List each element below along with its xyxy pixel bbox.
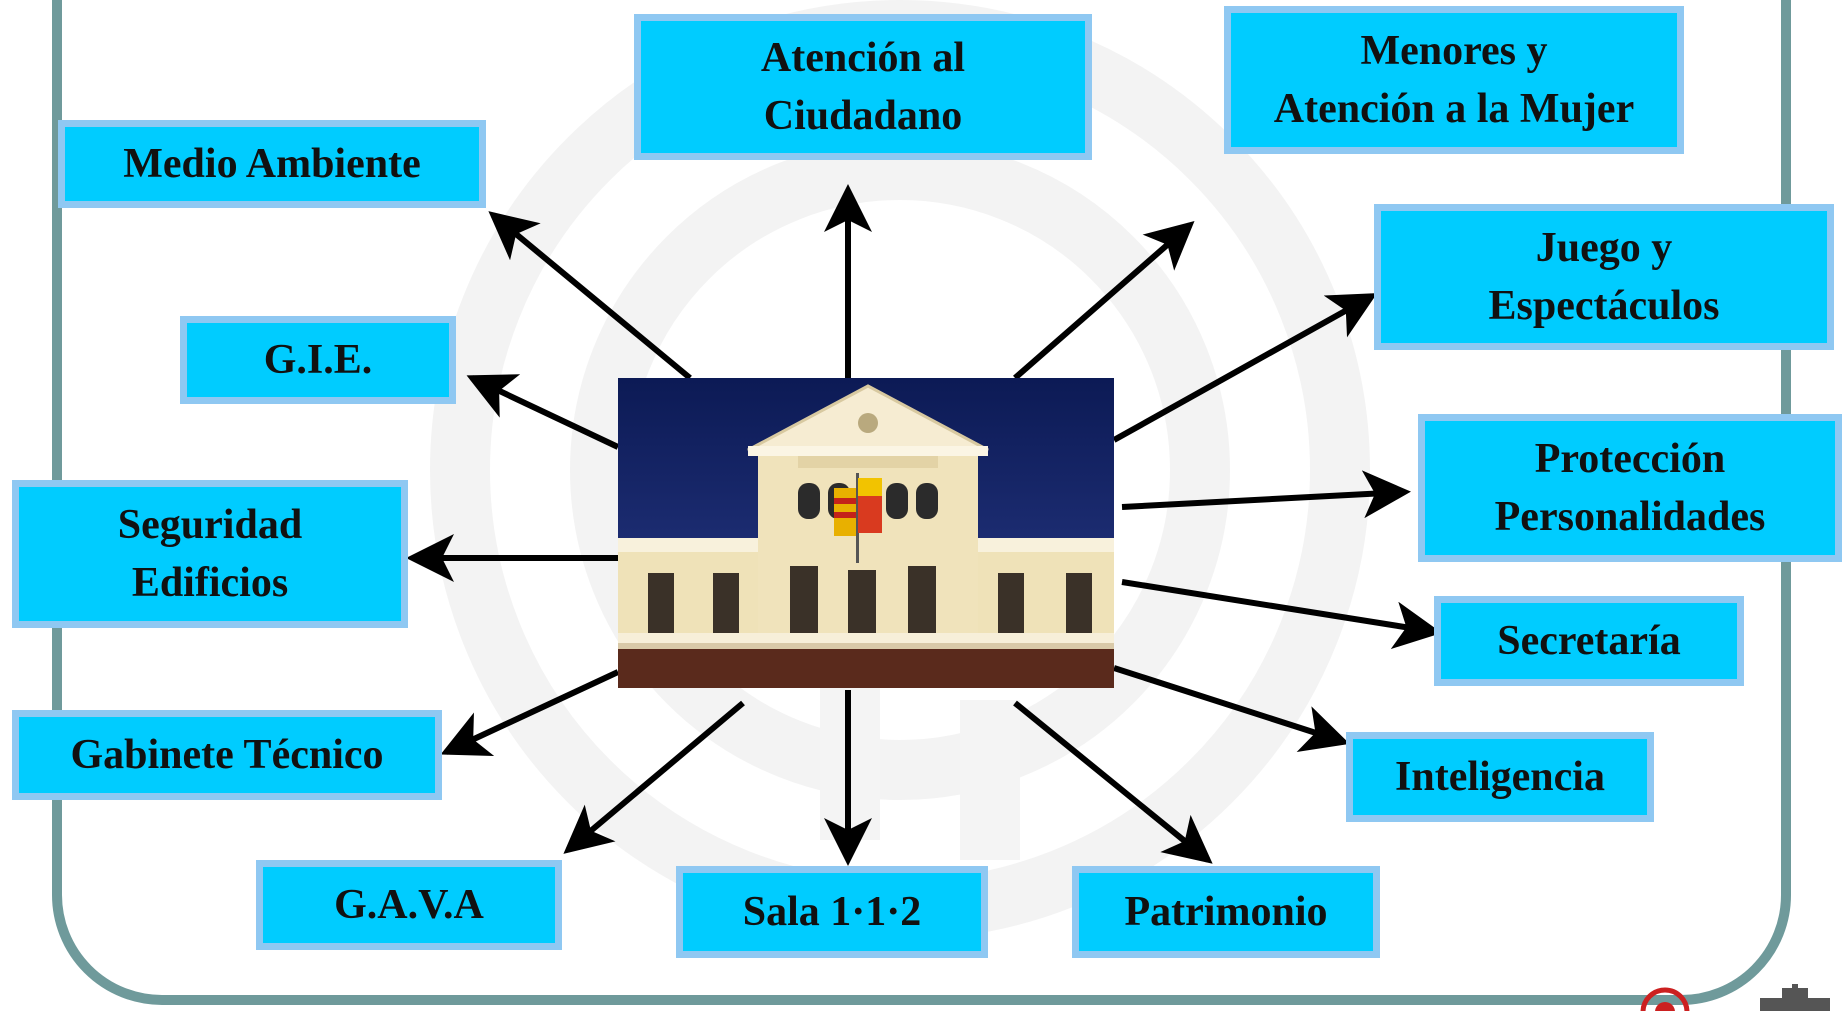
arrow-gabinete — [440, 669, 620, 757]
label-inteligencia: Inteligencia — [1395, 754, 1605, 800]
building-logo — [1760, 984, 1830, 1011]
arrow-inteligencia — [1113, 665, 1350, 752]
label-patrimonio: Patrimonio — [1124, 889, 1328, 935]
arrow-juego — [1112, 293, 1378, 443]
box-juego: Juego y Espectáculos — [1374, 204, 1834, 350]
seal-logo — [1640, 987, 1690, 1011]
arrow-patrimonio — [1013, 700, 1213, 864]
label-menores-line1: Menores y — [1360, 28, 1548, 74]
label-juego-line2: Espectáculos — [1488, 283, 1720, 329]
label-sala: Sala 1·1·2 — [742, 889, 922, 935]
arrow-secretaria — [1121, 579, 1442, 650]
label-secretaria: Secretaría — [1497, 618, 1681, 664]
box-secretaria: Secretaría — [1434, 596, 1744, 686]
label-atencion-line2: Ciudadano — [763, 93, 963, 139]
arrow-menores — [1013, 221, 1195, 381]
corner-logos — [1640, 984, 1830, 1011]
arrow-gie — [466, 374, 620, 450]
box-menores: Menores y Atención a la Mujer — [1224, 6, 1684, 154]
building-photo — [618, 378, 1114, 688]
box-patrimonio: Patrimonio — [1072, 866, 1380, 958]
label-proteccion-line1: Protección — [1534, 436, 1726, 482]
label-gabinete: Gabinete Técnico — [70, 732, 384, 778]
arrow-proteccion — [1121, 470, 1411, 519]
box-gabinete: Gabinete Técnico — [12, 710, 442, 800]
arrow-gava — [563, 700, 745, 854]
label-seguridad-line2: Edificios — [131, 560, 289, 606]
box-inteligencia: Inteligencia — [1346, 732, 1654, 822]
box-sala: Sala 1·1·2 — [676, 866, 988, 958]
box-atencion-ciudadano: Atención al Ciudadano — [634, 14, 1092, 160]
label-juego-line1: Juego y — [1535, 225, 1673, 271]
label-proteccion-line2: Personalidades — [1494, 494, 1766, 540]
box-seguridad: Seguridad Edificios — [12, 480, 408, 628]
box-gava: G.A.V.A — [256, 860, 562, 950]
label-medio-ambiente: Medio Ambiente — [123, 141, 421, 187]
label-gie: G.I.E. — [263, 337, 373, 383]
arrow-medio-ambiente — [488, 211, 692, 381]
label-atencion-line1: Atención al — [760, 35, 966, 81]
box-gie: G.I.E. — [180, 316, 456, 404]
label-menores-line2: Atención a la Mujer — [1273, 86, 1635, 132]
box-proteccion: Protección Personalidades — [1418, 414, 1842, 562]
box-medio-ambiente: Medio Ambiente — [58, 120, 486, 208]
label-seguridad-line1: Seguridad — [117, 502, 303, 548]
label-gava: G.A.V.A — [334, 882, 484, 928]
